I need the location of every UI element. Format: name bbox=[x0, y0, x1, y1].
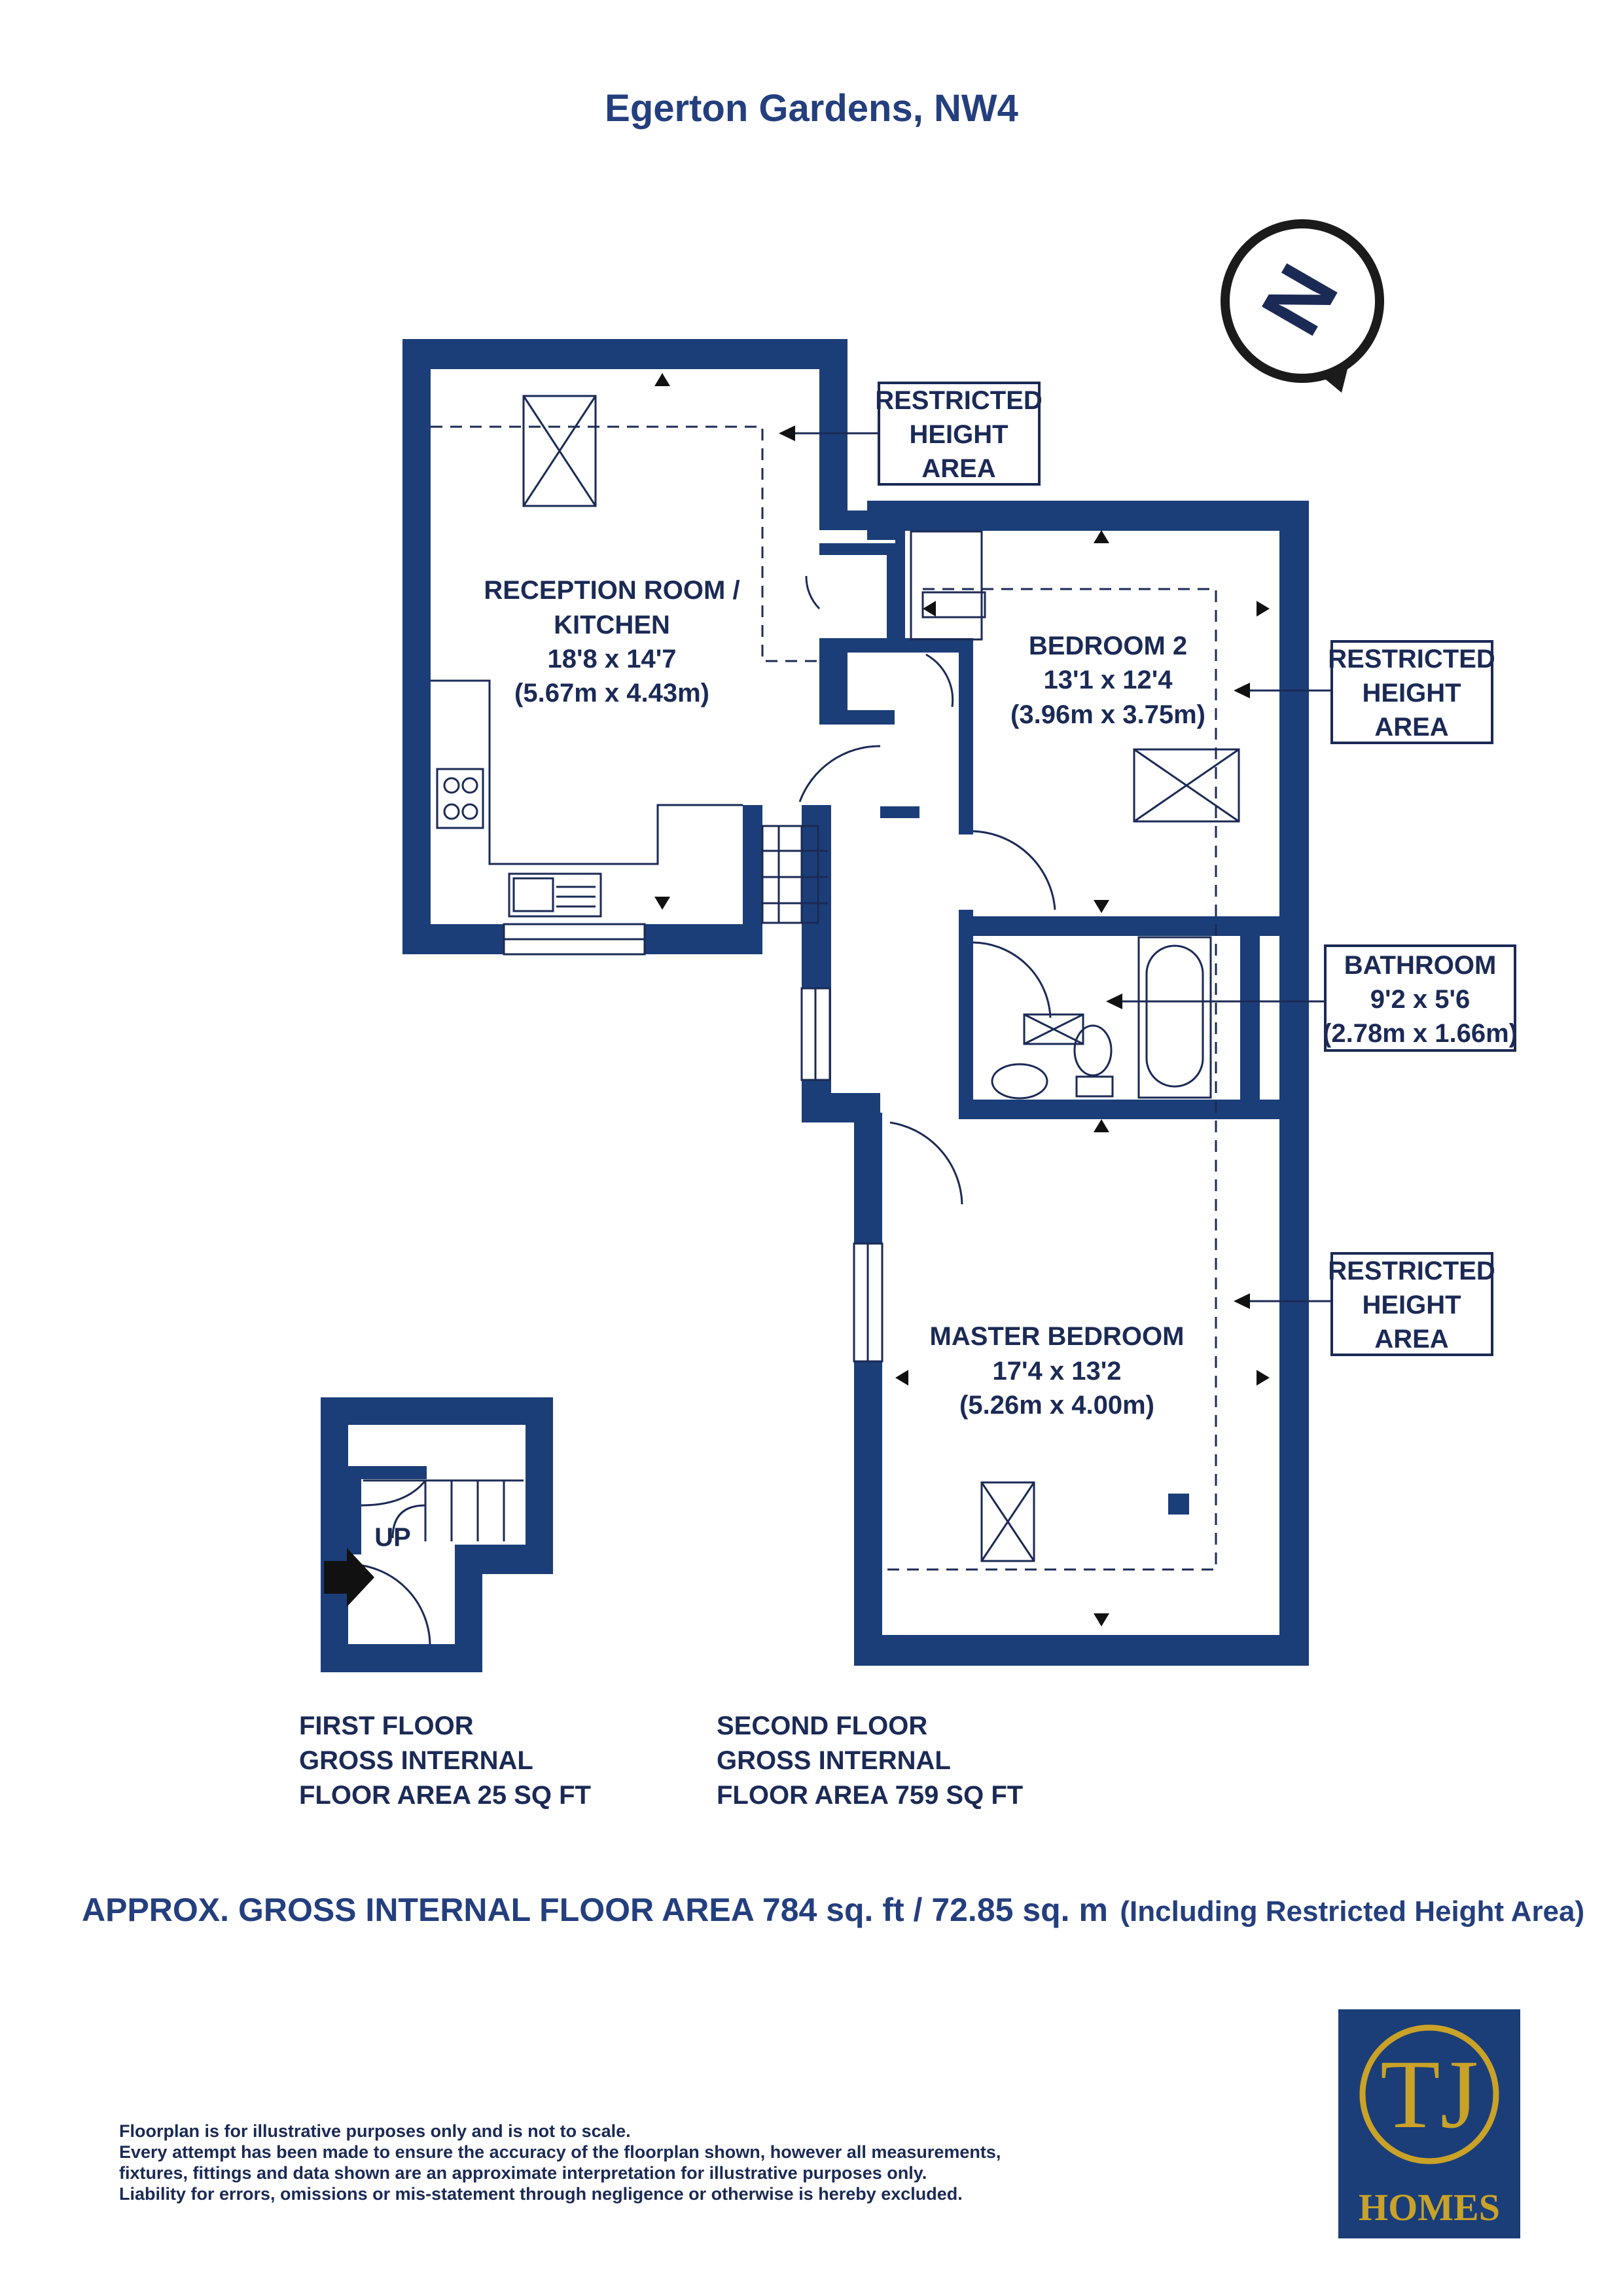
svg-text:RESTRICTED: RESTRICTED bbox=[1328, 645, 1495, 673]
svg-text:SECOND FLOOR: SECOND FLOOR bbox=[717, 1712, 927, 1740]
entry-arrow-icon bbox=[324, 1548, 374, 1607]
svg-text:AREA: AREA bbox=[921, 454, 995, 483]
basin-icon bbox=[991, 1063, 1048, 1100]
hob-icon bbox=[436, 768, 484, 829]
stairs-up-label: UP bbox=[374, 1523, 411, 1552]
svg-text:AREA: AREA bbox=[1374, 1325, 1448, 1354]
stairs-icon bbox=[761, 825, 828, 924]
dimension-arrows bbox=[654, 373, 1270, 1626]
master-imperial: 17'4 x 13'2 bbox=[993, 1357, 1122, 1386]
master-name: MASTER BEDROOM bbox=[930, 1322, 1185, 1351]
first-floor-area: FIRST FLOOR GROSS INTERNAL FLOOR AREA 25… bbox=[299, 1712, 591, 1810]
room-label-bedroom-2: BEDROOM 2 13'1 x 12'4 (3.96m x 3.75m) bbox=[1010, 632, 1205, 729]
svg-text:BATHROOM: BATHROOM bbox=[1344, 951, 1497, 980]
callout-restricted-bedroom2: RESTRICTED HEIGHT AREA bbox=[1234, 640, 1495, 744]
svg-text:(2.78m x 1.66m): (2.78m x 1.66m) bbox=[1323, 1019, 1518, 1048]
logo-monogram: TJ bbox=[1380, 2040, 1478, 2149]
bedroom2-imperial: 13'1 x 12'4 bbox=[1044, 666, 1173, 694]
callout-restricted-reception: RESTRICTED HEIGHT AREA bbox=[779, 382, 1043, 486]
disclaimer: Floorplan is for illustrative purposes o… bbox=[119, 2121, 1001, 2204]
svg-text:9'2 x 5'6: 9'2 x 5'6 bbox=[1370, 985, 1470, 1014]
reception-name-line1: RECEPTION ROOM / bbox=[484, 576, 740, 605]
toilet-icon bbox=[1073, 1024, 1114, 1098]
page-title: Egerton Gardens, NW4 bbox=[605, 87, 1018, 130]
bathtub-icon bbox=[1137, 936, 1212, 1099]
room-label-reception: RECEPTION ROOM / KITCHEN 18'8 x 14'7 (5.… bbox=[484, 576, 740, 708]
first-floor-walls bbox=[321, 1397, 553, 1672]
svg-text:AREA: AREA bbox=[1374, 713, 1448, 742]
svg-text:Floorplan is for illustrative: Floorplan is for illustrative purposes o… bbox=[119, 2121, 631, 2141]
reception-name-line2: KITCHEN bbox=[554, 611, 670, 639]
tj-homes-logo: TJ HOMES bbox=[1338, 2009, 1520, 2238]
svg-text:HEIGHT: HEIGHT bbox=[1362, 1291, 1461, 1319]
fixtures bbox=[324, 395, 1240, 1645]
callout-bathroom: BATHROOM 9'2 x 5'6 (2.78m x 1.66m) bbox=[1106, 944, 1518, 1052]
svg-text:HEIGHT: HEIGHT bbox=[909, 420, 1008, 449]
reception-metric: (5.67m x 4.43m) bbox=[514, 679, 709, 708]
svg-text:RESTRICTED: RESTRICTED bbox=[1328, 1257, 1495, 1285]
total-area-note: (Including Restricted Height Area) bbox=[1120, 1895, 1584, 1928]
kitchen-sink-icon bbox=[508, 872, 602, 918]
north-compass-icon: N bbox=[1221, 219, 1384, 393]
master-metric: (5.26m x 4.00m) bbox=[959, 1391, 1154, 1420]
svg-text:GROSS INTERNAL: GROSS INTERNAL bbox=[717, 1746, 951, 1775]
svg-text:FIRST FLOOR: FIRST FLOOR bbox=[299, 1712, 474, 1740]
svg-text:FLOOR AREA 25 SQ FT: FLOOR AREA 25 SQ FT bbox=[299, 1781, 591, 1810]
bedroom2-name: BEDROOM 2 bbox=[1029, 632, 1187, 660]
svg-text:GROSS INTERNAL: GROSS INTERNAL bbox=[299, 1746, 533, 1775]
room-label-master-bedroom: MASTER BEDROOM 17'4 x 13'2 (5.26m x 4.00… bbox=[930, 1322, 1185, 1420]
svg-text:fixtures, fittings and data sh: fixtures, fittings and data shown are an… bbox=[119, 2163, 927, 2183]
svg-text:Liability for errors, omission: Liability for errors, omissions or mis-s… bbox=[119, 2184, 963, 2204]
svg-text:Every attempt has been made to: Every attempt has been made to ensure th… bbox=[119, 2142, 1001, 2162]
callout-restricted-master: RESTRICTED HEIGHT AREA bbox=[1234, 1252, 1495, 1356]
first-floor-stairs-icon bbox=[361, 1479, 524, 1541]
reception-imperial: 18'8 x 14'7 bbox=[548, 645, 677, 673]
total-area-main: APPROX. GROSS INTERNAL FLOOR AREA 784 sq… bbox=[82, 1892, 1108, 1928]
second-floor-area: SECOND FLOOR GROSS INTERNAL FLOOR AREA 7… bbox=[717, 1712, 1023, 1810]
total-floor-area: APPROX. GROSS INTERNAL FLOOR AREA 784 sq… bbox=[82, 1892, 1584, 1928]
svg-text:HEIGHT: HEIGHT bbox=[1362, 679, 1461, 708]
svg-text:FLOOR AREA 759 SQ FT: FLOOR AREA 759 SQ FT bbox=[717, 1781, 1023, 1810]
bedroom2-metric: (3.96m x 3.75m) bbox=[1010, 700, 1205, 729]
logo-wordmark: HOMES bbox=[1359, 2186, 1500, 2229]
svg-text:RESTRICTED: RESTRICTED bbox=[875, 386, 1043, 415]
